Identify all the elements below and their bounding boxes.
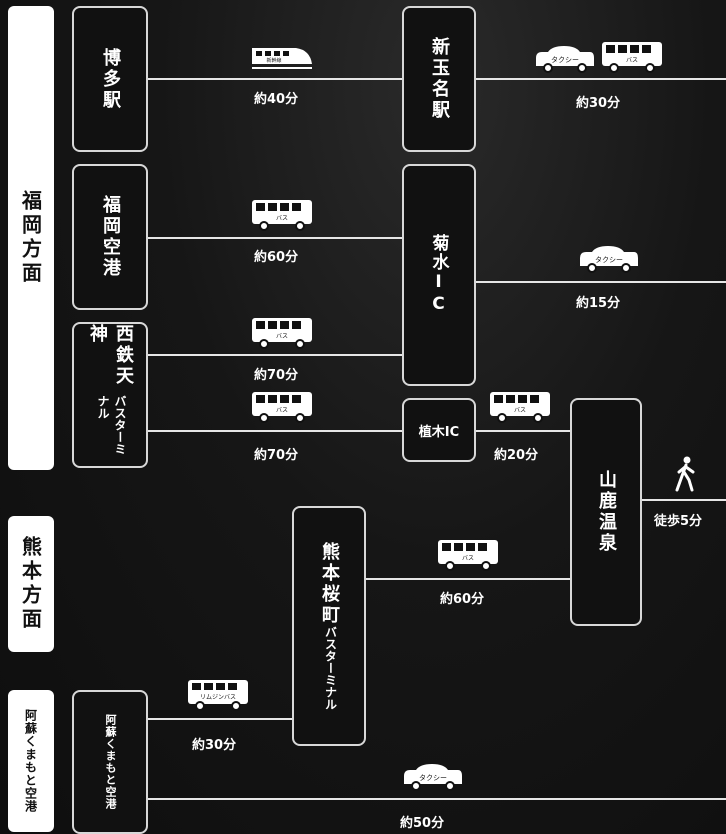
region-aso-airport: 阿蘇くまもと空港 <box>8 690 54 832</box>
limousine-bus-icon: リムジンバス <box>188 680 248 711</box>
taxi-icon-text: タクシー <box>595 255 623 264</box>
node-kikusui-ic: 菊水IC <box>402 164 476 386</box>
node-nishitetsu-tenjin: 西鉄天神 バスターミナル <box>72 322 148 468</box>
time-kumamoto-yamaga: 約60分 <box>440 592 485 607</box>
taxi-icon-text: タクシー <box>419 773 447 782</box>
taxi-icon: タクシー <box>404 764 462 791</box>
route-line-kumamoto-yamaga <box>366 578 570 580</box>
shinkansen-icon: 新幹線 <box>252 48 312 69</box>
taxi-icon: タクシー <box>536 46 594 73</box>
bus-icon-text: バス <box>276 333 288 340</box>
node-nishitetsu-main: 西鉄天神 <box>87 324 134 387</box>
node-nishitetsu-sub: バスターミナル <box>96 395 127 455</box>
taxi-icon-text: タクシー <box>551 55 579 64</box>
route-line-kikusui-east <box>476 281 726 283</box>
time-nishitetsu-kikusui: 約70分 <box>254 368 299 383</box>
route-line-hakata-shintamana <box>148 78 402 80</box>
route-line-nishitetsu-kikusui <box>148 354 402 356</box>
bus-icon-text: バス <box>276 407 288 414</box>
node-kumamoto-main: 熊本桜町 <box>319 542 340 626</box>
bus-icon-text: バス <box>514 407 526 414</box>
time-aso-taxi: 約50分 <box>400 816 445 831</box>
shinkansen-icon-text: 新幹線 <box>266 57 281 64</box>
time-nishitetsu-ueki: 約70分 <box>254 448 299 463</box>
time-airport-kikusui: 約60分 <box>254 250 299 265</box>
bus-icon: バス <box>602 42 662 73</box>
route-line-ueki-yamaga <box>476 430 570 432</box>
node-kumamoto-sub: バスターミナル <box>323 626 338 710</box>
bus-icon: バス <box>252 392 312 423</box>
node-ueki-ic: 植木IC <box>402 398 476 462</box>
time-aso-kumamoto: 約30分 <box>192 738 237 753</box>
route-line-aso-kumamoto <box>148 718 292 720</box>
time-shintamana-yamaga: 約30分 <box>576 96 621 111</box>
taxi-icon: タクシー <box>580 246 638 273</box>
route-line-nishitetsu-ueki <box>148 430 402 432</box>
node-aso-kumamoto-airport: 阿蘇くまもと空港 <box>72 690 148 834</box>
bus-icon: バス <box>252 318 312 349</box>
route-line-airport-kikusui <box>148 237 402 239</box>
route-line-shintamana-east <box>476 78 726 80</box>
region-fukuoka: 福岡方面 <box>8 6 54 470</box>
node-yamaga-onsen: 山鹿温泉 <box>570 398 642 626</box>
bus-icon-text: バス <box>462 555 474 562</box>
time-walk: 徒歩5分 <box>654 514 703 529</box>
route-line-walk <box>642 499 726 501</box>
region-kumamoto: 熊本方面 <box>8 516 54 652</box>
bus-icon-text: バス <box>276 215 288 222</box>
node-hakata-station: 博多駅 <box>72 6 148 152</box>
time-hakata-shintamana: 約40分 <box>254 92 299 107</box>
bus-icon-text: バス <box>626 57 638 64</box>
route-line-aso-taxi <box>148 798 726 800</box>
node-kumamoto-sakuramachi: 熊本桜町 バスターミナル <box>292 506 366 746</box>
walking-person-icon <box>675 456 695 492</box>
node-fukuoka-airport: 福岡空港 <box>72 164 148 310</box>
bus-icon: バス <box>438 540 498 571</box>
limousine-bus-icon-text: リムジンバス <box>200 694 236 701</box>
time-ueki-yamaga: 約20分 <box>494 448 539 463</box>
time-kikusui-yamaga: 約15分 <box>576 296 621 311</box>
bus-icon: バス <box>490 392 550 423</box>
node-shin-tamana-station: 新玉名駅 <box>402 6 476 152</box>
bus-icon: バス <box>252 200 312 231</box>
